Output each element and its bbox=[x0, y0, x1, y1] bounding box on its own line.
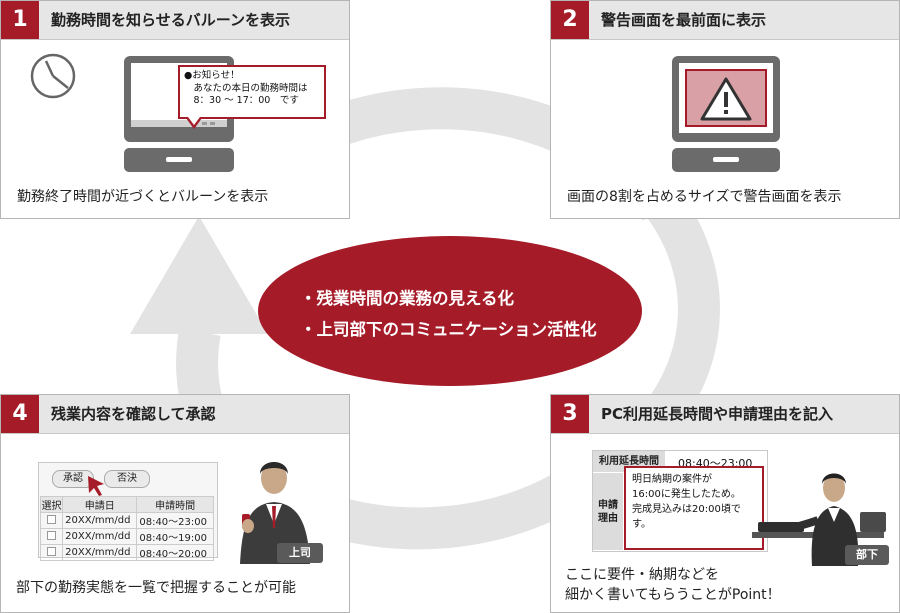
center-oval bbox=[258, 236, 642, 386]
reason-label: 申請 理由 bbox=[593, 473, 623, 550]
cursor-arrow-icon bbox=[88, 476, 104, 496]
reject-button[interactable]: 否決 bbox=[104, 470, 150, 488]
step-2-title: 警告画面を最前面に表示 bbox=[601, 11, 767, 29]
table-row: 20XX/mm/dd 08:40～20:00 bbox=[39, 544, 214, 561]
row-date: 20XX/mm/dd bbox=[62, 528, 138, 545]
reason-line-3: 完成見込みは20:00頃です。 bbox=[632, 504, 741, 530]
step-3-caption-line-2: 細かく書いてもらうことがPoint！ bbox=[565, 587, 781, 603]
notification-balloon: ●お知らせ！ あなたの本日の勤務時間は 8：30 ～ 17：00 です bbox=[178, 65, 326, 119]
step-3-number: 3 bbox=[551, 395, 589, 433]
warning-monitor-icon bbox=[672, 56, 780, 172]
step-4-title: 残業内容を確認して承認 bbox=[51, 405, 216, 423]
step-1-header: 1 勤務時間を知らせるバルーンを表示 bbox=[1, 1, 349, 40]
step-4-header: 4 残業内容を確認して承認 bbox=[1, 395, 349, 434]
row-time: 08:40～23:00 bbox=[136, 512, 214, 529]
reason-line-2: 16:00に発生したため。 bbox=[632, 489, 741, 500]
row-time: 08:40～19:00 bbox=[136, 528, 214, 545]
approval-table: 選択 申請日 申請時間 20XX/mm/dd 08:40～23:00 20XX/… bbox=[39, 496, 214, 561]
approval-table-header: 選択 申請日 申請時間 bbox=[39, 496, 214, 513]
center-line-1: ・残業時間の業務の見える化 bbox=[300, 289, 515, 308]
cycle-arrow-head bbox=[130, 216, 268, 334]
row-date: 20XX/mm/dd bbox=[62, 544, 138, 561]
step-4-number: 4 bbox=[1, 395, 39, 433]
step-3-header: 3 PC利用延長時間や申請理由を記入 bbox=[551, 395, 899, 434]
row-checkbox[interactable] bbox=[47, 530, 57, 540]
balloon-line-2: あなたの本日の勤務時間は bbox=[184, 82, 308, 94]
col-date: 申請日 bbox=[62, 496, 138, 513]
step-1-number: 1 bbox=[1, 1, 39, 39]
subordinate-badge: 部下 bbox=[845, 545, 889, 565]
step-3-title: PC利用延長時間や申請理由を記入 bbox=[601, 405, 834, 423]
table-row: 20XX/mm/dd 08:40～23:00 bbox=[39, 512, 214, 529]
manager-badge: 上司 bbox=[277, 543, 323, 563]
balloon-line-3: 8：30 ～ 17：00 です bbox=[184, 95, 299, 106]
row-checkbox[interactable] bbox=[47, 514, 57, 524]
step-1-caption: 勤務終了時間が近づくとバルーンを表示 bbox=[17, 189, 269, 205]
step-1-title: 勤務時間を知らせるバルーンを表示 bbox=[51, 11, 290, 29]
balloon-line-1: ●お知らせ！ bbox=[184, 70, 240, 81]
step-2-number: 2 bbox=[551, 1, 589, 39]
table-row: 20XX/mm/dd 08:40～19:00 bbox=[39, 528, 214, 545]
col-time: 申請時間 bbox=[136, 496, 214, 513]
step-2-caption: 画面の8割を占めるサイズで警告画面を表示 bbox=[567, 189, 842, 205]
step-3-caption-line-1: ここに要件・納期などを bbox=[565, 567, 719, 583]
center-line-2: ・上司部下のコミュニケーション活性化 bbox=[300, 320, 597, 339]
clock-icon bbox=[30, 53, 76, 99]
step-4-caption: 部下の勤務実態を一覧で把握することが可能 bbox=[16, 580, 296, 596]
row-time: 08:40～20:00 bbox=[136, 544, 214, 561]
row-date: 20XX/mm/dd bbox=[62, 512, 138, 529]
reason-line-1: 明日納期の案件が bbox=[632, 474, 712, 485]
row-checkbox[interactable] bbox=[47, 546, 57, 556]
col-select: 選択 bbox=[39, 496, 64, 513]
reason-field[interactable]: 明日納期の案件が 16:00に発生したため。 完成見込みは20:00頃です。 bbox=[624, 466, 764, 550]
step-2-header: 2 警告画面を最前面に表示 bbox=[551, 1, 899, 40]
